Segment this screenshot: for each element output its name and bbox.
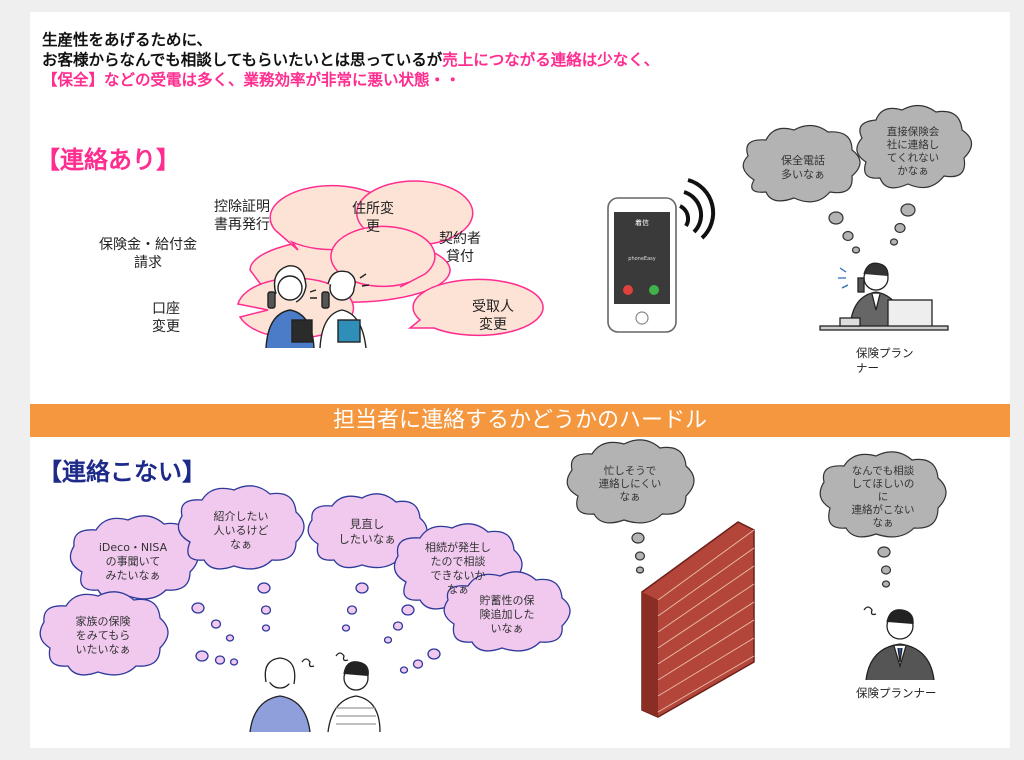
section-title-no-contact: 【連絡こない】 [38,458,206,486]
cloud-text-inheritance: 相続が発生し たので相談 できないか なぁ [425,541,491,596]
cloud-text-savings: 貯蓄性の保 険追加した いなぁ [479,594,535,635]
speech-bubble-shapes [237,180,544,339]
phone-caller: phoneEasy [628,256,656,262]
bottom-thought-clouds [39,439,947,676]
brick-wall-illustration [641,521,755,718]
section-title-contact: 【連絡あり】 [36,146,180,174]
cloud-text-review: 見直し したいなぁ [338,517,396,546]
cloud-text-family-insurance: 家族の保険 をみてもら いたいなぁ [75,615,131,656]
bubble-beneficiary: 受取人 変更 [472,299,514,333]
intro-text: 生産性をあげるために、 お客様からなんでも相談してもらいたいとは思っているが売上… [42,30,659,90]
planner-label-top: 保険プラン ナー [856,346,914,375]
bubble-account: 口座 変更 [152,301,180,335]
bubble-shape-6 [407,278,544,337]
cloud-text-many-calls: 保全電話 多いなぁ [781,154,825,181]
hurdle-banner: 担当者に連絡するかどうかのハードル [30,404,1010,437]
planner-worried-illustration [863,606,935,681]
people-on-phone-illustration [265,265,370,349]
smartphone-incoming-call [607,178,716,333]
bubble-loan: 契約者 貸付 [439,231,481,265]
intro-line-1: 生産性をあげるために、 [42,31,213,49]
planner-at-desk-illustration [819,262,949,331]
top-thought-clouds [742,104,973,254]
cloud-text-busy: 忙しそうで 連絡しにくい なぁ [598,464,662,503]
phone-screen-title: 着信 [635,219,649,227]
bubble-claim: 保険金・給付金 請求 [99,237,197,271]
intro-line-2: お客様からなんでも相談してもらいたいとは思っているが売上につながる連絡は少なく、 [42,50,659,70]
intro-line-3: 【保全】などの受電は多く、業務効率が非常に悪い状態・・ [42,71,461,89]
cloud-text-contact-insurer: 直接保険会 社に連絡し てくれない かなぁ [886,126,940,177]
cloud-text-referral: 紹介したい 人いるけど なぁ [213,510,269,551]
bubble-shape-4 [330,225,436,288]
slide: 生産性をあげるために、 お客様からなんでも相談してもらいたいとは思っているが売上… [30,12,1010,748]
bubble-address: 住所変 更 [352,201,394,235]
intro-line-2-pink: 売上につながる連絡は少なく、 [442,51,660,69]
cloud-text-planner-wish: なんでも相談 してほしいの に 連絡がこない なぁ [851,464,915,529]
cloud-text-ideco-nisa: iDeco・NISA の事聞いて みたいなぁ [98,541,168,582]
planner-label-bottom: 保険プランナー [856,686,937,700]
bubble-certificate: 控除証明 書再発行 [214,199,270,233]
worried-people-illustration [249,652,381,733]
intro-line-2-black: お客様からなんでも相談してもらいたいとは思っているが [42,51,443,69]
